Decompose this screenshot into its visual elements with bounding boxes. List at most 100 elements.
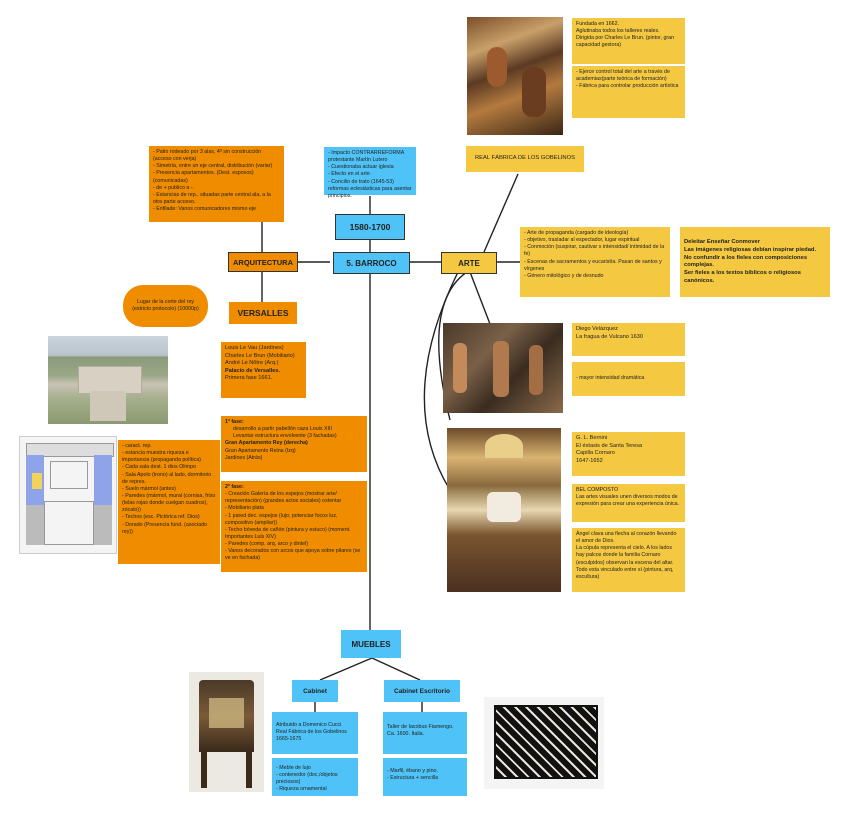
fase2-line: - Mobiliario plata xyxy=(225,505,264,512)
plan-wing-lower-left xyxy=(26,505,44,545)
fase1-line: 1ª fase: xyxy=(225,419,244,425)
bernini-line: 1647-1652 xyxy=(576,457,603,464)
fase1-line: Jardines (Atrás) xyxy=(225,454,263,461)
note-line: - Estancias de rep., situadas parte cent… xyxy=(153,191,271,205)
arte-note-line: - Género mitológico y de desnudo xyxy=(524,272,604,279)
note-line: - Enfilade: Vanos comunicadores mismo ej… xyxy=(153,206,256,213)
note-line: - Presencia apartamentos. (Dest. esposos… xyxy=(153,170,254,184)
arte-note-line: - Escenas de sacramentos y eucaristía. P… xyxy=(524,258,662,272)
fase2-line: - Paredes (comp. arq, arco y dintel) xyxy=(225,541,309,548)
control-line: - Ejerce control total del arte a través… xyxy=(576,69,670,83)
cabinet-feature-line: - Meble de lujo xyxy=(276,765,311,771)
painting-figure xyxy=(487,47,507,87)
cabinet-leg xyxy=(246,752,252,788)
velazquez-line: Diego Velázquez xyxy=(576,326,618,332)
versalles-autores: Louis Le Vau (Jardines) Charles Le Brun … xyxy=(221,342,306,398)
deleitar-line: Deleitar Enseñar Conmover xyxy=(684,239,761,245)
deleitar-line: Las imágenes religiosas debían inspirar … xyxy=(684,246,817,253)
autor-line: Primera fase 1661. xyxy=(225,375,273,382)
fase2-line: - 1 pared dec. espejos (lujo, potenciar … xyxy=(225,512,338,526)
autor-line: Charles Le Brun (Mobiliario) xyxy=(225,352,295,359)
painting-figure xyxy=(453,343,467,393)
note-line: - Patio rodeado por 3 alas, 4º sin const… xyxy=(153,149,262,163)
caract-line: - Dorado (Presencia fund. (asociado rey)… xyxy=(122,521,208,535)
escritorio-body xyxy=(494,705,598,779)
fund-line: Dirigida por Charles Le Brun. (pintor, g… xyxy=(576,35,675,49)
arte-node[interactable]: ARTE xyxy=(441,252,497,274)
escritorio-feature-line: - Marfil, ébano y pino. xyxy=(387,768,438,774)
caract-line: - Cada sala dest. 1 dios Olimpo xyxy=(122,464,196,471)
escritorio-info-line: Taller de Iacobus Fiamengo. xyxy=(387,724,454,730)
central-node[interactable]: 5. BARROCO xyxy=(333,252,410,274)
control-line: - Fábrica para controlar producción artí… xyxy=(576,83,679,90)
deleitar-line: Ser fieles a los textos bíblicos o relig… xyxy=(684,270,801,285)
fund-line: Fundada en 1662. xyxy=(576,21,620,27)
arte-notes: - Arte de propaganda (cargado de ideolog… xyxy=(520,227,670,297)
versalles-node[interactable]: VERSALLES xyxy=(229,302,297,324)
fase1-line: Gran Apartamento Rey (derecha) xyxy=(225,440,308,447)
cabinet-feature-line: - contenedor (doc,/objetos preciosos) xyxy=(276,772,338,786)
caract-line: - caract. rep. xyxy=(122,443,152,449)
velazquez-note: - mayor intensidad dramática xyxy=(572,362,685,396)
gobelinos-painting-image xyxy=(467,17,563,135)
fase2-line: - Creación Galería de los espejos (mostr… xyxy=(225,491,342,505)
bel-composto-box: BEL COMPOSTO Las artes visuales unen div… xyxy=(572,484,685,522)
cabinet-escritorio-image xyxy=(484,697,604,789)
painting-figure xyxy=(529,345,543,395)
contrarreforma-line: - Concilio de trato (1645-53) reformas e… xyxy=(328,178,412,199)
plan-label-cour-marbre xyxy=(50,461,88,489)
palace-shape xyxy=(78,366,142,394)
plan-room-yellow xyxy=(32,473,42,489)
plan-label-cour-royale xyxy=(44,501,94,545)
versalles-fase2: 2ª fase: - Creación Galería de los espej… xyxy=(221,481,367,572)
versalles-aerial-image xyxy=(48,336,168,424)
gobelinos-node[interactable]: REAL FÁBRICA DE LOS GOBELINOS xyxy=(466,146,584,172)
fase1-line: desarrollo a partir pabellón caza Louis … xyxy=(233,426,332,433)
caract-line: - Suelo mármol (antes) xyxy=(122,485,176,492)
velazquez-line: La fragua de Vulcano 1630 xyxy=(576,333,643,340)
deleitar-line: No confundir a los fieles con composicio… xyxy=(684,254,808,269)
velazquez-box: Diego Velázquez La fragua de Vulcano 163… xyxy=(572,323,685,356)
fase2-line: - Vanos decorados con arcos que apoya so… xyxy=(225,548,361,562)
contrarreforma-line: - Cuestionaba actuar iglesia xyxy=(328,164,394,171)
autor-line: Louis Le Vau (Jardines) xyxy=(225,345,284,351)
angel-box: Ángel clava una flecha al corazón llevan… xyxy=(572,528,685,592)
caract-line: - Paredes (mármol, mural (cornisa, friso… xyxy=(122,492,216,514)
extasis-santa-teresa-image xyxy=(447,428,561,592)
fase2-line: - Techo bóveda de cañón (pintura y estuc… xyxy=(225,526,351,540)
contrarreforma-line: - Efecto en el arte xyxy=(328,171,370,178)
fase2-line: 2ª fase: xyxy=(225,484,244,490)
bernini-line: G. L. Bernini xyxy=(576,435,608,441)
bel-composto-line: Las artes visuales unen diversos modos d… xyxy=(576,494,680,508)
angel-line: Ángel clava una flecha al corazón llevan… xyxy=(576,531,677,545)
caract-line: - estancia muestra riqueza e importancia… xyxy=(122,450,201,464)
painting-figure xyxy=(493,341,509,397)
cabinet-image xyxy=(189,672,264,792)
bernini-line: El éxtasis de Santa Teresa xyxy=(576,442,643,449)
arte-note-line: - Conmoción (suspirar, cautivar x intens… xyxy=(524,244,665,258)
muebles-node[interactable]: MUEBLES xyxy=(341,630,401,658)
bernini-line: Capilla Cornaro xyxy=(576,450,615,457)
arquitectura-node[interactable]: ARQUITECTURA xyxy=(228,252,298,272)
cabinet-node[interactable]: Cabinet xyxy=(292,680,338,702)
cabinet-escritorio-node[interactable]: Cabinet Escritorio xyxy=(384,680,460,702)
cabinet-leg xyxy=(201,752,207,788)
fase1-line: Levantar estructura envolvente (3 fachad… xyxy=(233,433,337,440)
cabinet-info-line: Atribuido a Domenico Cucci xyxy=(276,722,342,728)
cabinet-panel xyxy=(209,698,244,728)
painting-figure xyxy=(522,67,546,117)
escritorio-info: Taller de Iacobus Fiamengo. Ca. 1600. It… xyxy=(383,712,467,754)
fragua-vulcano-image xyxy=(443,323,563,413)
plan-label-galeria xyxy=(26,443,114,457)
angel-line: Todo esta vinculado entre sí (pintura, a… xyxy=(576,566,674,580)
escritorio-feature-line: - Estructura + sencilla xyxy=(387,775,439,782)
caract-line: - Sala Apolo (trono) al lado, dormitorio… xyxy=(122,471,212,485)
deleitar-box: Deleitar Enseñar Conmover Las imágenes r… xyxy=(680,227,830,297)
cabinet-features: - Meble de lujo - contenedor (doc,/objet… xyxy=(272,758,358,796)
arquitectura-notes: - Patio rodeado por 3 alas, 4º sin const… xyxy=(149,146,284,222)
cabinet-info: Atribuido a Domenico Cucci Real Fábrica … xyxy=(272,712,358,754)
court-shape xyxy=(90,391,126,421)
fase1-line: Gran Apartamento Reina (Izq) xyxy=(225,447,296,454)
corte-bubble: Lugar de la corte del rey (estricto prot… xyxy=(123,285,208,327)
period-node[interactable]: 1580-1700 xyxy=(335,214,405,240)
